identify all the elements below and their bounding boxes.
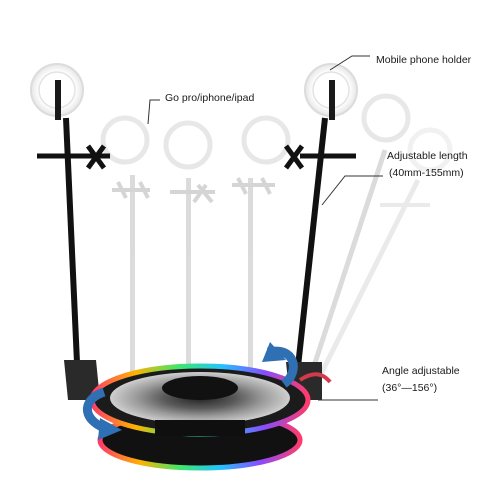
- rotate-arrows-icon: [82, 342, 298, 440]
- callout-length-range: (40mm-155mm): [389, 167, 464, 179]
- callout-angle-range: (36°—156°): [382, 382, 438, 394]
- rotating-base: [89, 363, 311, 471]
- callout-adjustable-length: Adjustable length: [387, 150, 468, 162]
- ghost-stand-4: [309, 93, 411, 373]
- callout-angle-adjustable: Angle adjustable: [382, 365, 460, 377]
- ghost-stand-1: [100, 115, 150, 375]
- ghost-stand-3: [232, 115, 291, 378]
- ghost-stand-5: [315, 127, 453, 382]
- ghost-stand-2: [163, 120, 215, 378]
- angle-arc: [298, 372, 332, 384]
- callout-mobile-phone-holder: Mobile phone holder: [376, 54, 472, 66]
- callout-lines: [147, 55, 383, 401]
- callout-gopro-iphone-ipad: Go pro/iphone/ipad: [165, 92, 255, 104]
- left-stand: [30, 63, 110, 400]
